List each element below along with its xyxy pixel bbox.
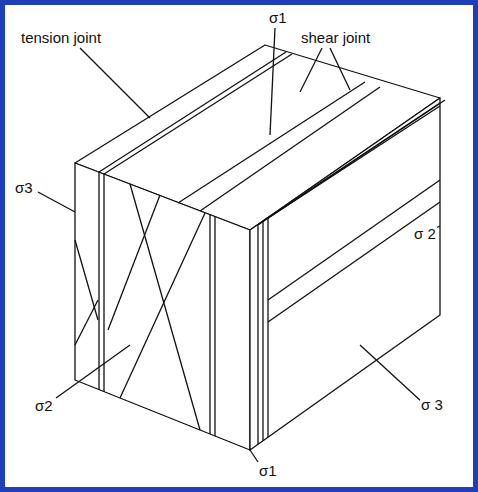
joint-label: shear joint [300,30,371,47]
stress-label: σ3 [14,180,34,197]
stress-label: σ 3 [420,397,444,414]
stress-label: σ 2 [413,226,437,243]
stress-label: σ1 [268,10,288,27]
joint-label: tension joint [20,30,102,47]
stress-label: σ2 [34,398,54,415]
stress-label: σ1 [258,463,278,480]
